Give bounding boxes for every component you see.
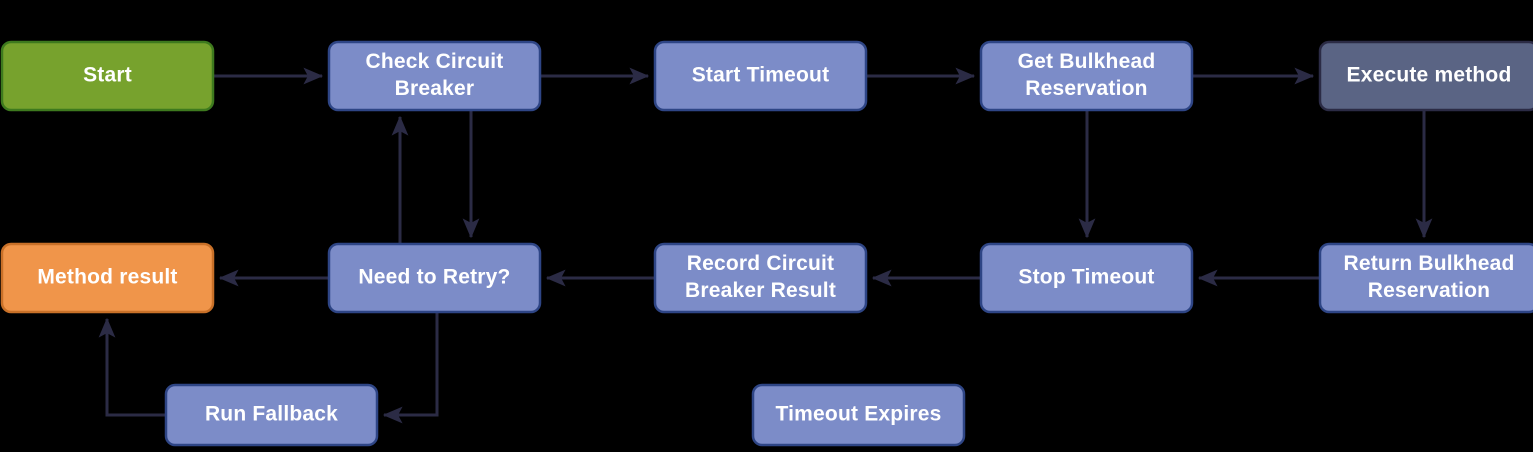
node-label-start: Start bbox=[83, 64, 132, 87]
node-shape-run-fallback[interactable] bbox=[164, 383, 379, 447]
node-label-execute-method: Execute method bbox=[1346, 64, 1511, 87]
node-shape-stop-timeout[interactable] bbox=[979, 242, 1194, 314]
node-label-timeout-expires: Timeout Expires bbox=[776, 403, 942, 426]
node-execute-method[interactable]: Execute method bbox=[1318, 40, 1533, 112]
node-label-check-circuit-breaker: Breaker bbox=[395, 77, 475, 100]
node-label-get-bulkhead-reservation: Get Bulkhead bbox=[1018, 50, 1156, 73]
node-label-return-bulkhead-reservation: Reservation bbox=[1368, 279, 1490, 302]
node-label-get-bulkhead-reservation: Reservation bbox=[1025, 77, 1147, 100]
node-label-record-circuit-breaker-result: Breaker Result bbox=[685, 279, 836, 302]
node-start[interactable]: Start bbox=[0, 40, 215, 112]
node-shape-timeout-expires[interactable] bbox=[751, 383, 966, 447]
node-shape-execute-method[interactable] bbox=[1318, 40, 1533, 112]
node-shape-start[interactable] bbox=[0, 40, 215, 112]
node-label-check-circuit-breaker: Check Circuit bbox=[366, 50, 504, 73]
node-timeout-expires[interactable]: Timeout Expires bbox=[751, 383, 966, 447]
node-shape-check-circuit-breaker[interactable] bbox=[327, 40, 542, 112]
node-label-record-circuit-breaker-result: Record Circuit bbox=[687, 252, 835, 275]
node-stop-timeout[interactable]: Stop Timeout bbox=[979, 242, 1194, 314]
edge-need-retry-to-run-fallback bbox=[382, 312, 439, 424]
node-need-to-retry[interactable]: Need to Retry? bbox=[327, 242, 542, 314]
node-shape-return-bulkhead-reservation[interactable] bbox=[1318, 242, 1533, 314]
node-label-start-timeout: Start Timeout bbox=[692, 64, 830, 87]
node-method-result[interactable]: Method result bbox=[0, 242, 215, 314]
node-shape-method-result[interactable] bbox=[0, 242, 215, 314]
node-label-stop-timeout: Stop Timeout bbox=[1018, 266, 1154, 289]
node-label-return-bulkhead-reservation: Return Bulkhead bbox=[1343, 252, 1514, 275]
node-shape-get-bulkhead-reservation[interactable] bbox=[979, 40, 1194, 112]
edges-layer bbox=[98, 67, 1433, 424]
node-shape-start-timeout[interactable] bbox=[653, 40, 868, 112]
node-label-need-to-retry: Need to Retry? bbox=[358, 266, 510, 289]
node-label-run-fallback: Run Fallback bbox=[205, 403, 338, 426]
node-shape-record-circuit-breaker-result[interactable] bbox=[653, 242, 868, 314]
node-start-timeout[interactable]: Start Timeout bbox=[653, 40, 868, 112]
node-shape-need-to-retry[interactable] bbox=[327, 242, 542, 314]
edge-run-fallback-to-method-result bbox=[98, 317, 166, 417]
node-run-fallback[interactable]: Run Fallback bbox=[164, 383, 379, 447]
node-label-method-result: Method result bbox=[37, 266, 177, 289]
